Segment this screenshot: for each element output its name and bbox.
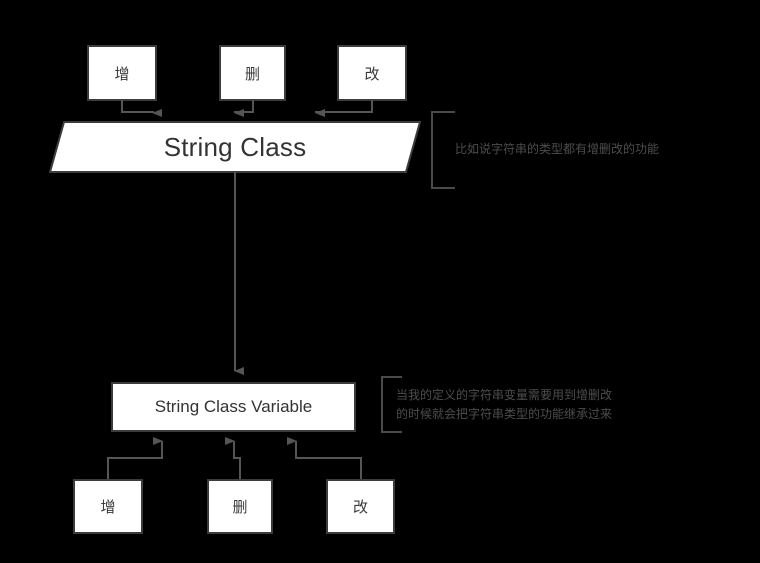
top-op-box-3[interactable] (337, 45, 407, 101)
bottom-op-box-2[interactable] (207, 479, 273, 534)
bottom-op-box-3[interactable] (326, 479, 395, 534)
annotation-top-text: 比如说字符串的类型都有增删改的功能 (455, 140, 659, 159)
string-class-shape[interactable] (48, 121, 422, 173)
annotation-bracket-bottom (381, 376, 402, 433)
string-class-variable-shape[interactable] (111, 382, 356, 432)
annotation-top-line-1: 比如说字符串的类型都有增删改的功能 (455, 142, 660, 156)
bottom-op-box-1[interactable] (73, 479, 143, 534)
connector-bottom-3 (287, 437, 362, 480)
connector-top-3 (315, 100, 373, 117)
annotation-bottom-line-2: 的时候就会把字符串类型的功能继承过来 (396, 407, 613, 421)
annotation-bottom-line-1: 当我的定义的字符串变量需要用到增删改 (396, 388, 613, 402)
top-op-box-2[interactable] (219, 45, 286, 101)
connector-bottom-1 (107, 437, 163, 480)
connector-bottom-2 (225, 437, 241, 480)
annotation-bottom-text: 当我的定义的字符串变量需要用到增删改 的时候就会把字符串类型的功能继承过来 (396, 386, 612, 424)
annotation-bracket-top (431, 111, 455, 189)
top-op-box-1[interactable] (87, 45, 157, 101)
connector-top-1 (121, 100, 162, 117)
connector-top-2 (234, 100, 254, 117)
